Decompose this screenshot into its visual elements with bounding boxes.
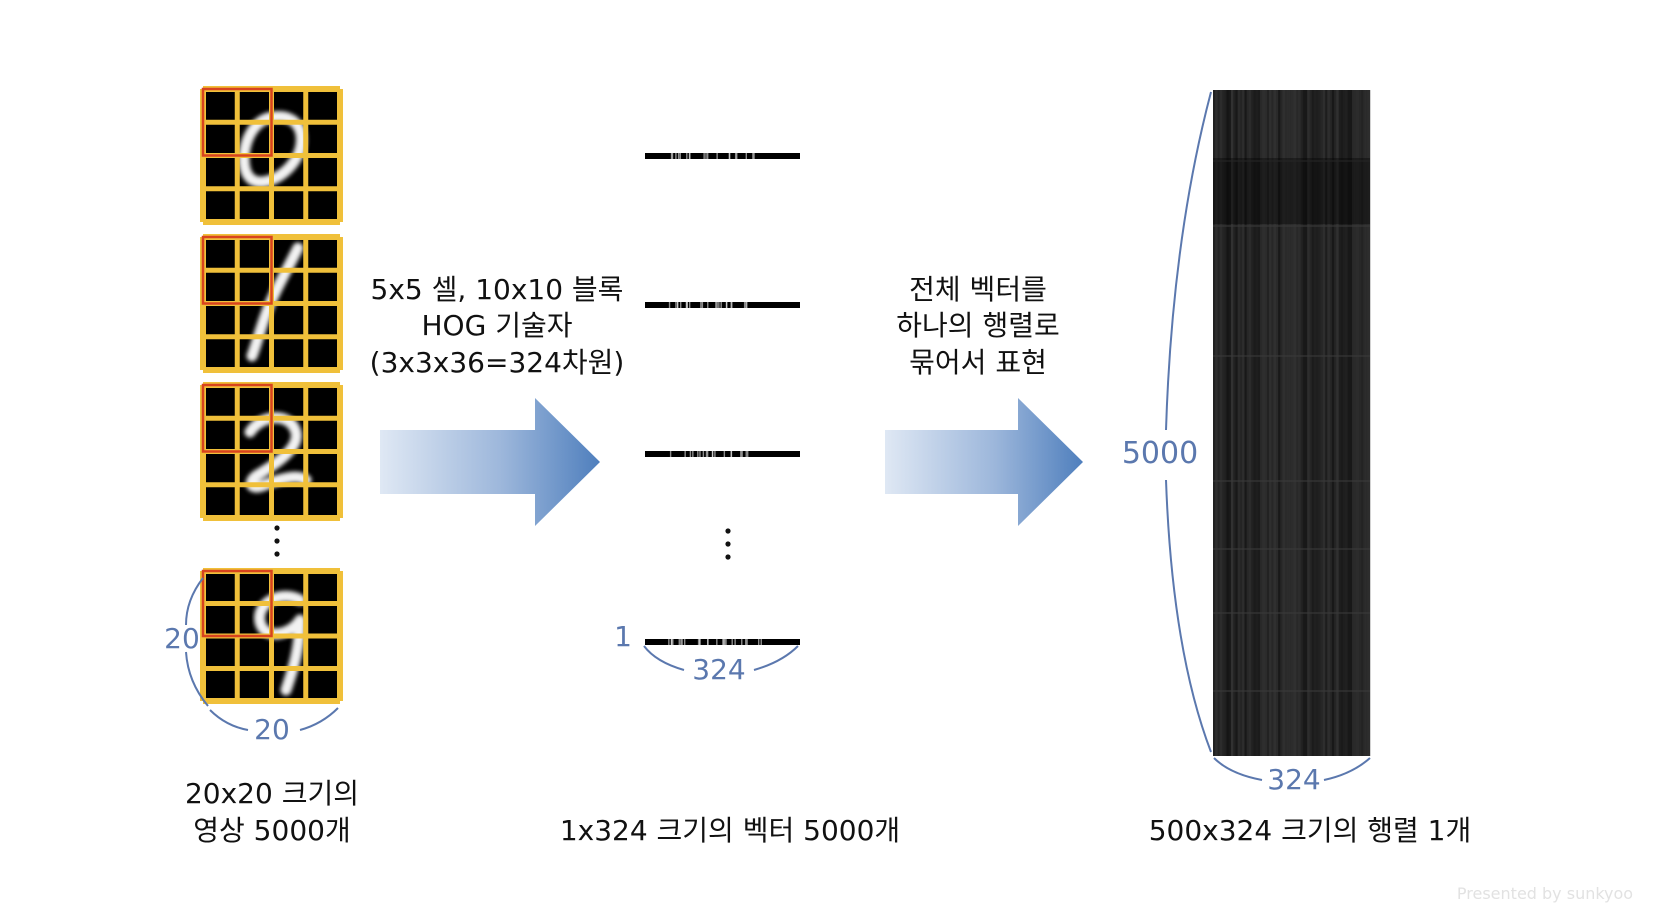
step1-line1: 5x5 셀, 10x10 블록 [370, 273, 624, 306]
step2-line3: 묶어서 표현 [909, 346, 1047, 379]
right-arrow-icon [885, 398, 1083, 526]
image-height-bracket [185, 577, 209, 707]
digit-images [200, 86, 343, 704]
matrix-cols-bracket [1213, 757, 1371, 781]
block-outline [201, 87, 273, 157]
step1-line3: (3x3x36=324차원) [369, 346, 625, 379]
vector-height-label: 1 [614, 620, 632, 653]
step1-line2: HOG 기술자 [421, 309, 573, 342]
watermark: Presented by sunkyoo [1456, 884, 1634, 903]
vertical-ellipsis-icon [725, 528, 731, 560]
vector-width-label: 324 [692, 653, 746, 686]
matrix-cols-label: 324 [1267, 763, 1321, 796]
feature-vector [645, 639, 800, 645]
matrix-rows-label: 5000 [1121, 436, 1199, 471]
feature-vector [645, 302, 800, 308]
digit-nine-image [200, 568, 343, 704]
vector-width-bracket [643, 645, 799, 671]
step2-line2: 하나의 행렬로 [896, 309, 1060, 342]
hog-matrix [1213, 90, 1371, 756]
block-outline [201, 569, 273, 638]
right-arrow-icon [380, 398, 600, 526]
image-width-bracket [209, 707, 339, 731]
feature-vector [645, 153, 800, 159]
image-height-label: 20 [164, 622, 200, 655]
images-caption-line2: 영상 5000개 [193, 814, 351, 847]
vertical-ellipsis-icon [274, 525, 280, 557]
matrix-caption: 500x324 크기의 행렬 1개 [1148, 814, 1472, 847]
block-outline [201, 383, 273, 453]
feature-vector [645, 451, 800, 457]
matrix-rows-bracket [1165, 91, 1212, 753]
digit-one-image [200, 234, 343, 373]
images-caption-line1: 20x20 크기의 [184, 777, 359, 810]
step2-line1: 전체 벡터를 [909, 273, 1047, 306]
block-outline [201, 235, 273, 305]
digit-zero-image [200, 86, 343, 225]
vectors-caption: 1x324 크기의 벡터 5000개 [559, 814, 901, 847]
image-width-label: 20 [254, 713, 290, 746]
digit-two-image [200, 382, 343, 521]
feature-vectors [645, 153, 800, 645]
